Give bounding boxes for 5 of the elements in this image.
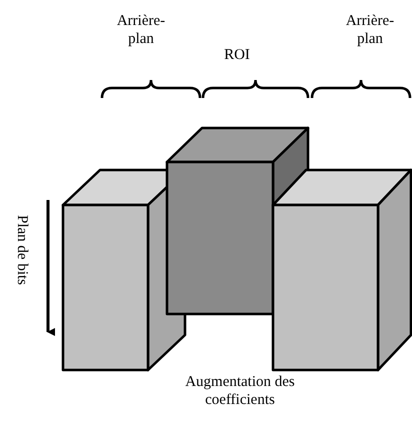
axis-label: Augmentation des coefficients [184, 373, 296, 409]
axis-label: Plan de bits [13, 215, 31, 285]
region-label: Arrière-plan [346, 12, 394, 48]
region-label: Arrière-plan [116, 12, 166, 48]
region-label: ROI [224, 46, 250, 64]
